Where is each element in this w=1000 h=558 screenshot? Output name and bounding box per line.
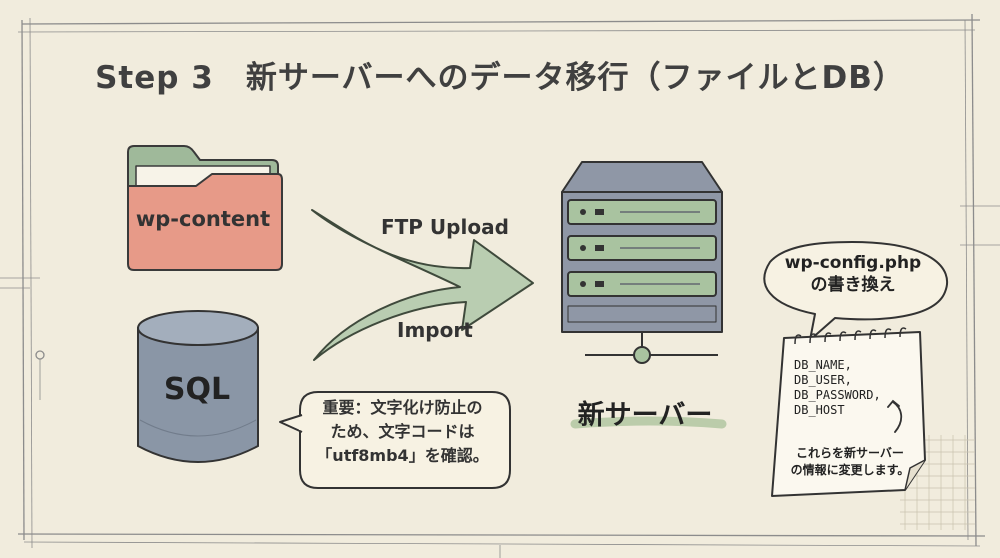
note-line: ため、文字コードは [330, 422, 475, 441]
note-speech-bubble [279, 391, 511, 489]
notepad-note-line: これらを新サーバー [796, 446, 904, 460]
server-label: 新サーバー [577, 400, 713, 431]
import-label: Import [397, 318, 473, 342]
transfer-arrow [311, 209, 534, 361]
config-bubble-line: の書き換え [810, 275, 896, 295]
note-text: 重要：文字化け防止の ため、文字コードは 「utf8mb4」を確認。 [300, 396, 505, 468]
config-bubble-text: wp-config.php の書き換え [768, 252, 938, 296]
config-speech-bubble [763, 241, 948, 341]
ftp-upload-label: FTP Upload [381, 215, 509, 239]
notepad-entries: DB_NAME, DB_USER, DB_PASSWORD, DB_HOST [794, 358, 914, 418]
folder-label: wp-content [135, 207, 271, 231]
note-line: 「utf8mb4」を確認。 [316, 446, 489, 465]
notepad-entry: DB_USER, [794, 373, 852, 387]
notepad-icon [771, 327, 926, 497]
database-label: SQL [163, 372, 231, 407]
database-cylinder-icon [137, 310, 259, 463]
server-label-underline [570, 416, 727, 429]
notepad-entry: DB_NAME, [794, 358, 852, 372]
notepad-note: これらを新サーバー の情報に変更します。 [790, 445, 910, 479]
notepad-entry: DB_PASSWORD, [794, 388, 881, 402]
config-bubble-line: wp-config.php [784, 253, 922, 273]
sketch-frame [0, 13, 1000, 558]
notepad-note-line: の情報に変更します。 [790, 463, 910, 477]
server-icon [561, 161, 723, 364]
folder-icon [127, 145, 283, 271]
note-line: 重要：文字化け防止の [322, 398, 483, 417]
page-title: Step 3 新サーバーへのデータ移行（ファイルとDB） [95, 60, 905, 96]
notepad-entry: DB_HOST [794, 403, 845, 417]
